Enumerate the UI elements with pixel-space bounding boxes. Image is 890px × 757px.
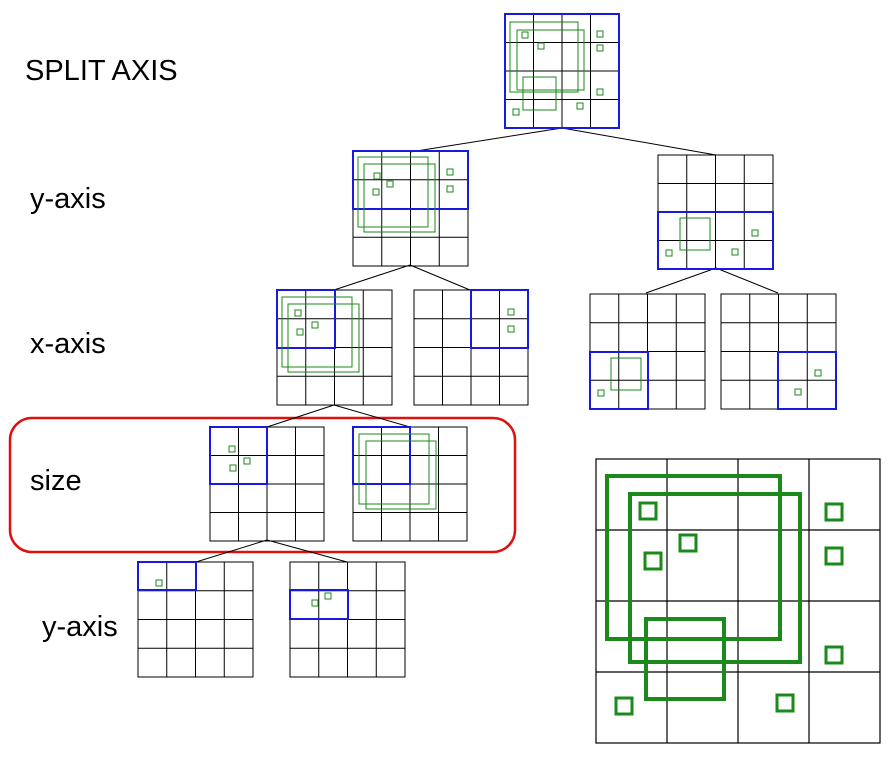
title-label: SPLIT AXIS: [25, 55, 178, 87]
detail-object-large-2: [628, 492, 802, 664]
root-object-small: [596, 88, 604, 96]
level3-1-object-small: [243, 457, 251, 465]
tree-edges: [195, 127, 779, 563]
level3-label: size: [30, 465, 82, 497]
level2-3-selection: [589, 351, 649, 410]
level2-1-selection: [276, 289, 336, 349]
level1-label: y-axis: [30, 183, 106, 215]
level4-2-selection: [289, 589, 349, 620]
level1-right-object-small: [731, 248, 739, 256]
detail-object-small: [824, 645, 844, 665]
level1-right-selection: [657, 211, 774, 270]
root-object-small: [596, 30, 604, 38]
detail-object-small: [614, 696, 634, 716]
level4-label: y-axis: [42, 611, 118, 643]
level2-2-object-small: [507, 308, 515, 316]
level1-right-object-small: [751, 229, 759, 237]
level2-2-object-small: [507, 325, 515, 333]
root-object-small: [537, 42, 545, 50]
level3-1-object-small: [228, 445, 236, 453]
level2-2-selection: [470, 289, 529, 349]
level2-4-selection: [777, 351, 837, 410]
root-object-small: [521, 31, 529, 39]
root-object-small: [512, 108, 520, 116]
root-selection: [504, 13, 620, 129]
level2-3-object-small: [597, 389, 605, 397]
root-object-small: [596, 44, 604, 52]
detail-object-small: [824, 546, 844, 566]
level1-left-object-small: [373, 172, 381, 180]
detail-object-medium: [644, 617, 726, 701]
level4-1-selection: [137, 561, 197, 591]
level2-4-object-small: [794, 388, 802, 396]
level4-2-object-small: [324, 592, 332, 600]
level4-2-object-small: [311, 599, 319, 607]
level3-1-object-small: [229, 464, 237, 472]
detail-object-small: [775, 693, 795, 713]
level3-2-object-large-1: [358, 433, 430, 505]
root-object-large-2: [516, 29, 585, 91]
level3-2-object-large-2: [365, 440, 437, 510]
level1-left-object-small: [446, 168, 454, 176]
level1-right-object-medium: [679, 217, 711, 251]
level2-1-object-large-2: [287, 303, 360, 373]
level2-1-object-large-1: [281, 296, 353, 368]
level2-3-object-medium: [610, 357, 642, 391]
detail-object-small: [824, 502, 844, 522]
level2-1-object-small: [296, 328, 304, 336]
level2-1-object-small: [294, 309, 302, 317]
level1-left-object-large-2: [363, 163, 436, 233]
size-level-highlight: [8, 416, 517, 554]
detail-object-large-1: [605, 474, 782, 641]
level2-1-object-small: [311, 321, 319, 329]
level2-4-object-small: [814, 369, 822, 377]
level1-left-object-small: [372, 188, 380, 196]
detail-object-small: [643, 551, 663, 571]
level1-right-object-small: [665, 249, 673, 257]
level4-1-object-small: [155, 579, 163, 587]
level2-label: x-axis: [30, 328, 106, 360]
root-object-medium: [522, 76, 557, 111]
detail-grid: [595, 458, 881, 744]
detail-object-small: [638, 501, 658, 521]
level3-2-selection: [352, 426, 411, 485]
detail-object-small: [678, 533, 698, 553]
level3-1-selection: [209, 426, 268, 485]
level1-left-object-small: [386, 180, 394, 188]
level1-left-selection: [352, 150, 469, 210]
root-object-large-1: [509, 21, 579, 93]
root-object-small: [576, 102, 584, 110]
level1-left-object-small: [446, 185, 454, 193]
level1-left-object-large-1: [357, 156, 429, 228]
